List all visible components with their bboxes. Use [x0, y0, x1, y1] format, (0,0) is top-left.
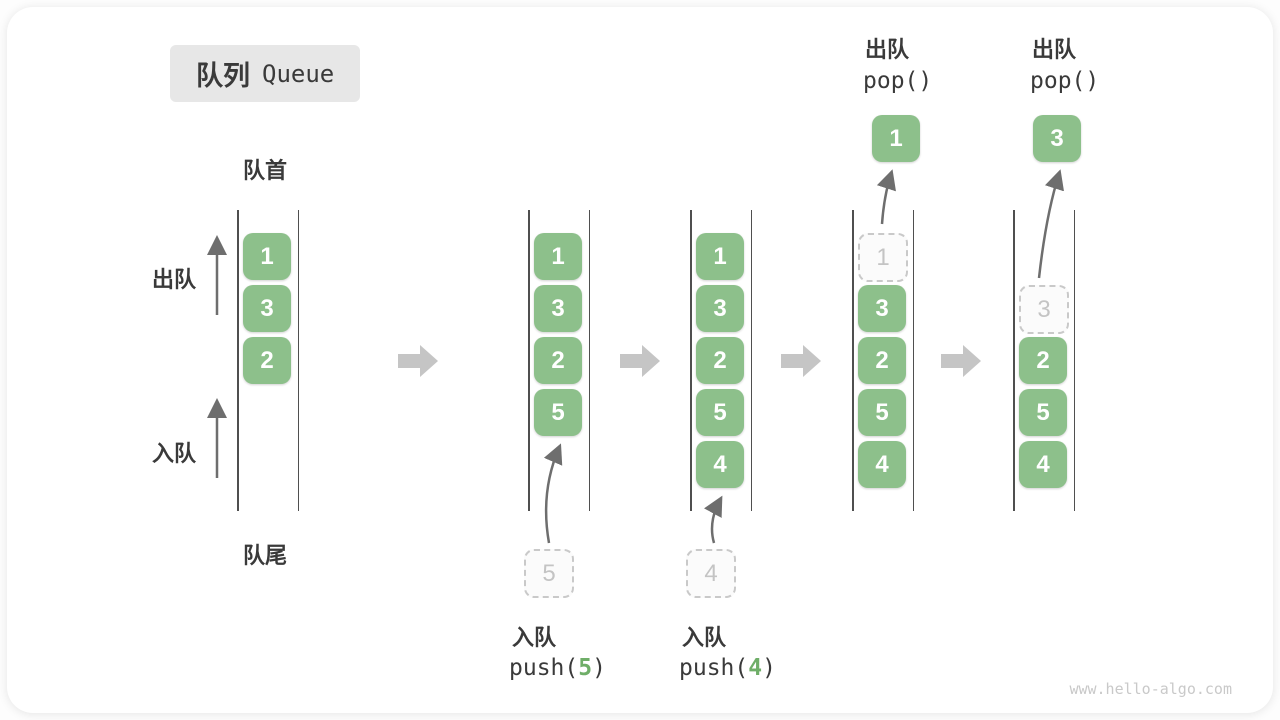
popped-item: 3: [1033, 115, 1081, 162]
enqueue-op-label-1: 入队: [512, 625, 557, 650]
queue-rear-label: 队尾: [243, 543, 288, 568]
push-close-text: ): [592, 655, 606, 681]
title-box: 队列 Queue: [170, 45, 361, 102]
queue-left-rail: [690, 210, 692, 511]
dequeue-op-label-1: 出队: [865, 37, 910, 62]
title-english: Queue: [262, 59, 335, 88]
push-arg-text: 4: [748, 655, 763, 681]
queue-left-rail: [1013, 210, 1015, 511]
queue-item: 2: [1019, 337, 1067, 384]
queue-right-rail: [588, 210, 590, 511]
queue-item: 4: [696, 441, 744, 488]
enqueue-op-code-1: push(5): [509, 655, 606, 681]
queue-item: 1: [696, 233, 744, 280]
push-fn-text: push(: [679, 655, 749, 681]
queue-right-rail: [912, 210, 914, 511]
dequeue-side-label: 出队: [152, 267, 197, 292]
queue-item: 3: [858, 285, 906, 332]
enqueue-op-code-2: push(4): [679, 655, 776, 681]
push-close-text: ): [762, 655, 776, 681]
queue-item: 3: [696, 285, 744, 332]
queue-right-rail: [750, 210, 752, 511]
queue-item: 2: [858, 337, 906, 384]
popped-item: 1: [872, 115, 920, 162]
push-arg-text: 5: [578, 655, 593, 681]
queue-item: 2: [243, 337, 291, 384]
dequeue-op-label-2: 出队: [1032, 37, 1077, 62]
queue-item: 5: [696, 389, 744, 436]
queue-item: 3: [243, 285, 291, 332]
queue-left-rail: [528, 210, 530, 511]
queue-item: 1: [243, 233, 291, 280]
queue-item: 5: [534, 389, 582, 436]
queue-item: 2: [696, 337, 744, 384]
queue-item-removed: 1: [858, 233, 908, 282]
queue-item: 4: [858, 441, 906, 488]
queue-item: 5: [1019, 389, 1067, 436]
queue-item: 5: [858, 389, 906, 436]
dequeue-op-code-2: pop(): [1030, 68, 1100, 94]
queue-item-removed: 3: [1019, 285, 1069, 334]
enqueue-op-label-2: 入队: [682, 625, 727, 650]
queue-left-rail: [237, 210, 239, 511]
dequeue-op-code-1: pop(): [863, 68, 933, 94]
queue-item: 2: [534, 337, 582, 384]
queue-item: 3: [534, 285, 582, 332]
enqueue-side-label: 入队: [152, 441, 197, 466]
queue-right-rail: [1073, 210, 1075, 511]
incoming-item: 5: [524, 549, 574, 598]
push-fn-text: push(: [509, 655, 579, 681]
queue-item: 4: [1019, 441, 1067, 488]
queue-left-rail: [852, 210, 854, 511]
watermark: www.hello-algo.com: [1069, 680, 1232, 698]
queue-item: 1: [534, 233, 582, 280]
queue-front-label: 队首: [243, 158, 288, 183]
queue-right-rail: [297, 210, 299, 511]
title-chinese: 队列: [196, 61, 250, 91]
incoming-item: 4: [686, 549, 736, 598]
diagram-card: [7, 7, 1273, 713]
